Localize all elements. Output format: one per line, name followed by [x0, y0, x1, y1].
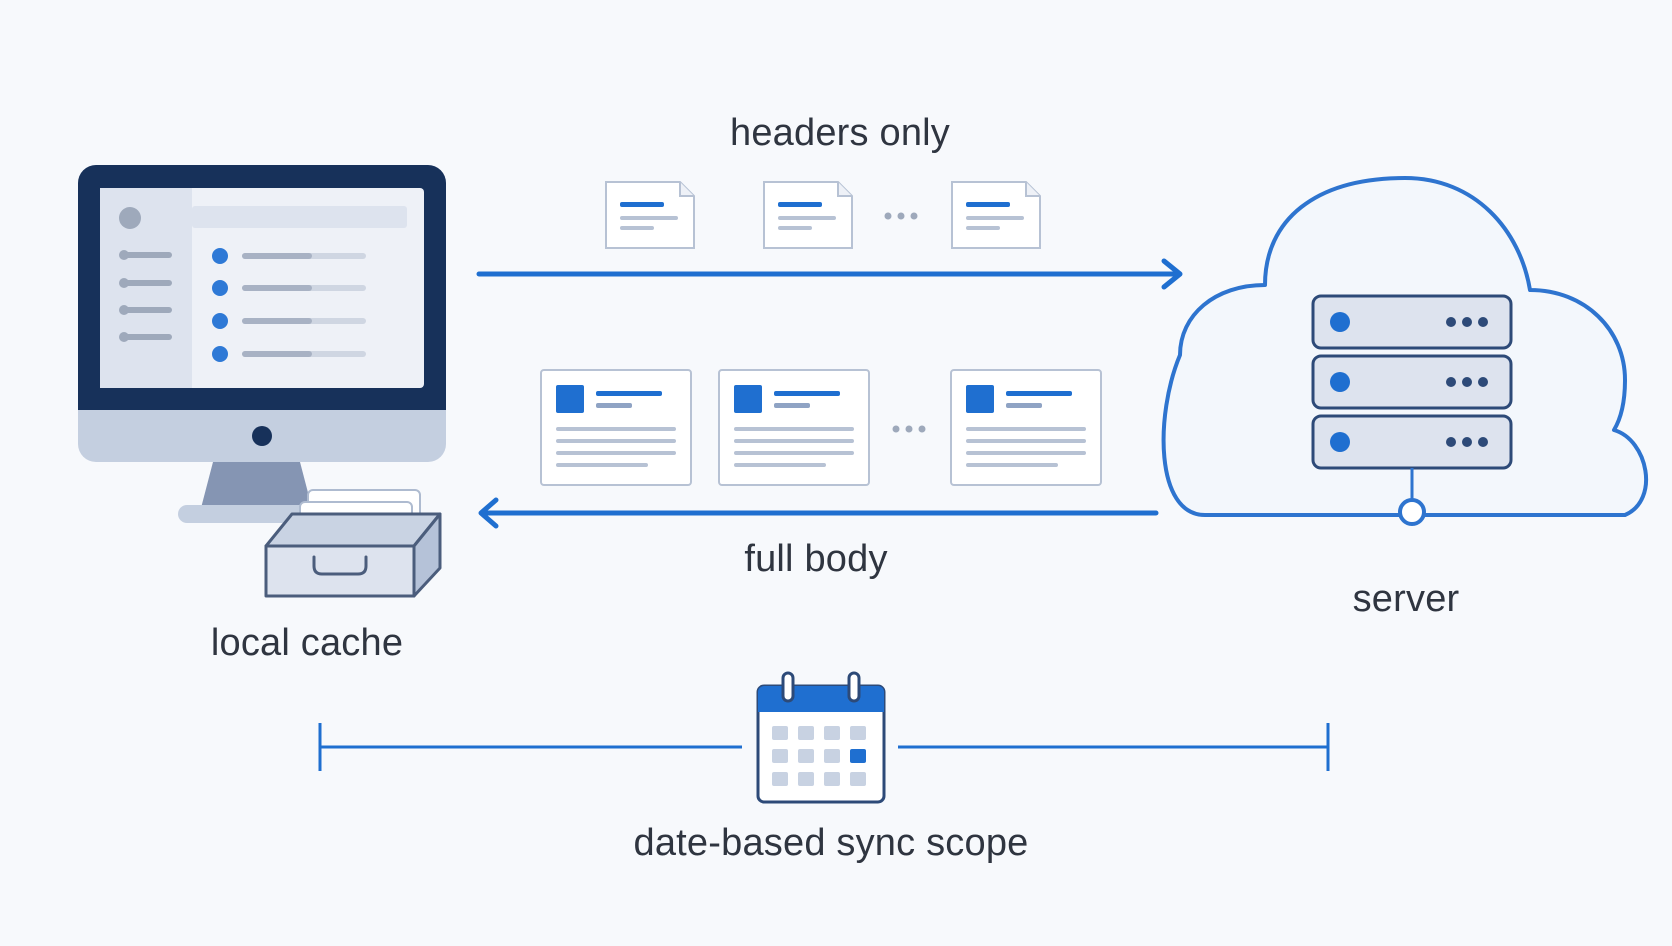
- server-label: server: [1352, 578, 1460, 620]
- body-docs-group: [540, 369, 1102, 486]
- arrow-right-icon: [476, 258, 1183, 290]
- desktop-monitor-icon: [78, 165, 446, 523]
- document-body-icon: [718, 369, 870, 486]
- document-header-icon: [951, 181, 1041, 249]
- local-cache-label: local cache: [210, 622, 404, 664]
- ellipsis-icon: [884, 212, 918, 220]
- document-body-icon: [950, 369, 1102, 486]
- document-header-icon: [605, 181, 695, 249]
- document-header-icon: [763, 181, 853, 249]
- sync-scope-range: [318, 723, 1330, 771]
- document-body-icon: [540, 369, 692, 486]
- arrow-left-icon: [478, 497, 1159, 529]
- sync-scope-label: date-based sync scope: [633, 822, 1029, 864]
- full-body-label: full body: [744, 538, 888, 580]
- calendar-icon: [756, 671, 886, 804]
- header-docs-group: [605, 181, 1041, 249]
- headers-only-label: headers only: [730, 112, 950, 154]
- file-drawer-icon: [264, 489, 442, 598]
- cloud-server-icon: [1161, 176, 1649, 526]
- ellipsis-icon: [892, 425, 926, 433]
